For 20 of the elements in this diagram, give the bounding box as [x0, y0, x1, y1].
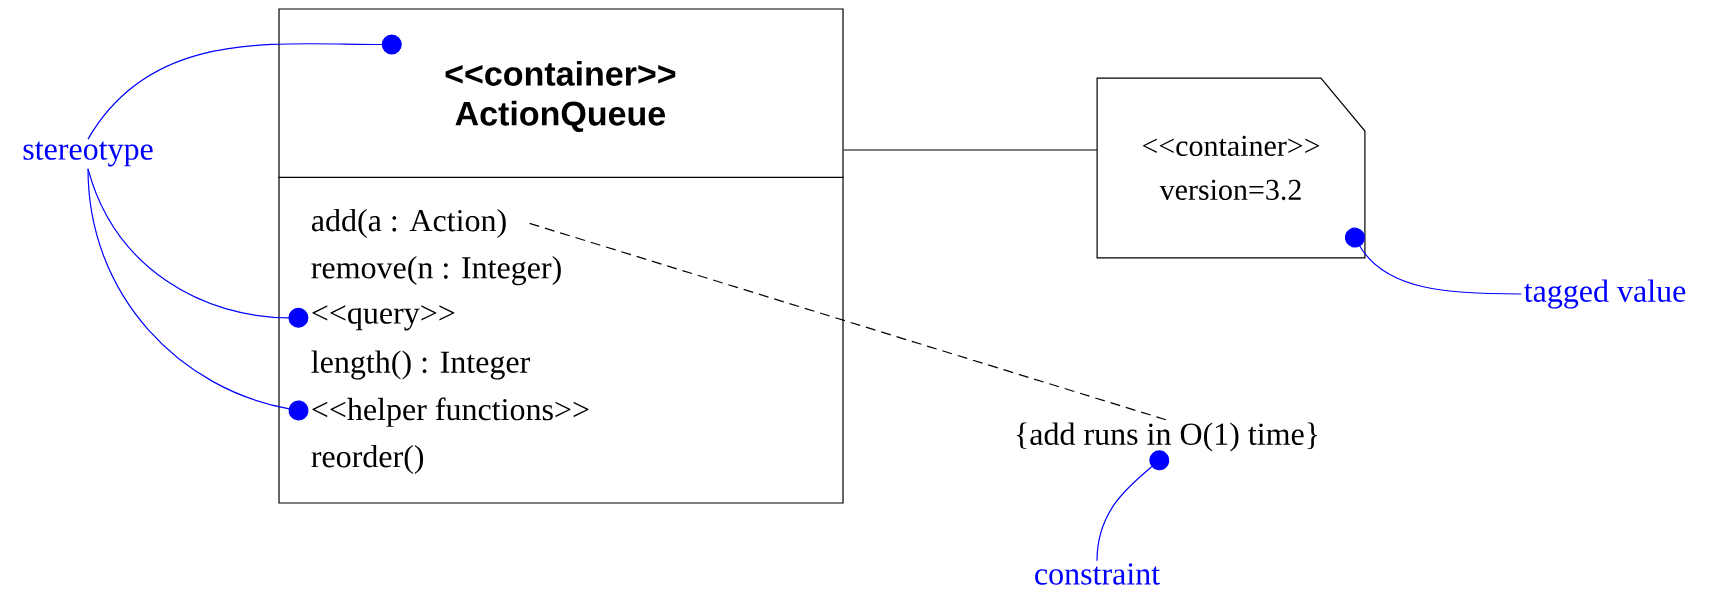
- note-box: <<container>> version=3.2: [1096, 77, 1366, 259]
- leader-line: [1344, 227, 1522, 295]
- operation-text: reorder(): [311, 444, 424, 474]
- leader-line: [87, 168, 309, 421]
- leader-line: [1096, 450, 1170, 562]
- class-name: ActionQueue: [455, 100, 666, 133]
- operation-text: <<helper functions>>: [312, 397, 589, 427]
- operation-text: <<query>>: [312, 305, 455, 331]
- operation-text: length() : Integer: [311, 350, 530, 380]
- operation-text: remove(n : Integer): [311, 256, 561, 286]
- dashed-line: [529, 222, 1168, 421]
- annotation-label: stereotype: [23, 141, 153, 167]
- operation-text: add(a : Action): [311, 208, 506, 238]
- leader-line: [87, 34, 402, 140]
- connector-line: [843, 149, 1098, 151]
- annotation-label: tagged value: [1524, 279, 1686, 309]
- class-box: [277, 8, 845, 504]
- constraint-text: {add runs in O(1) time}: [1016, 422, 1318, 452]
- stereotype-label: <<container>>: [445, 60, 676, 86]
- annotation-label: constraint: [1035, 563, 1160, 585]
